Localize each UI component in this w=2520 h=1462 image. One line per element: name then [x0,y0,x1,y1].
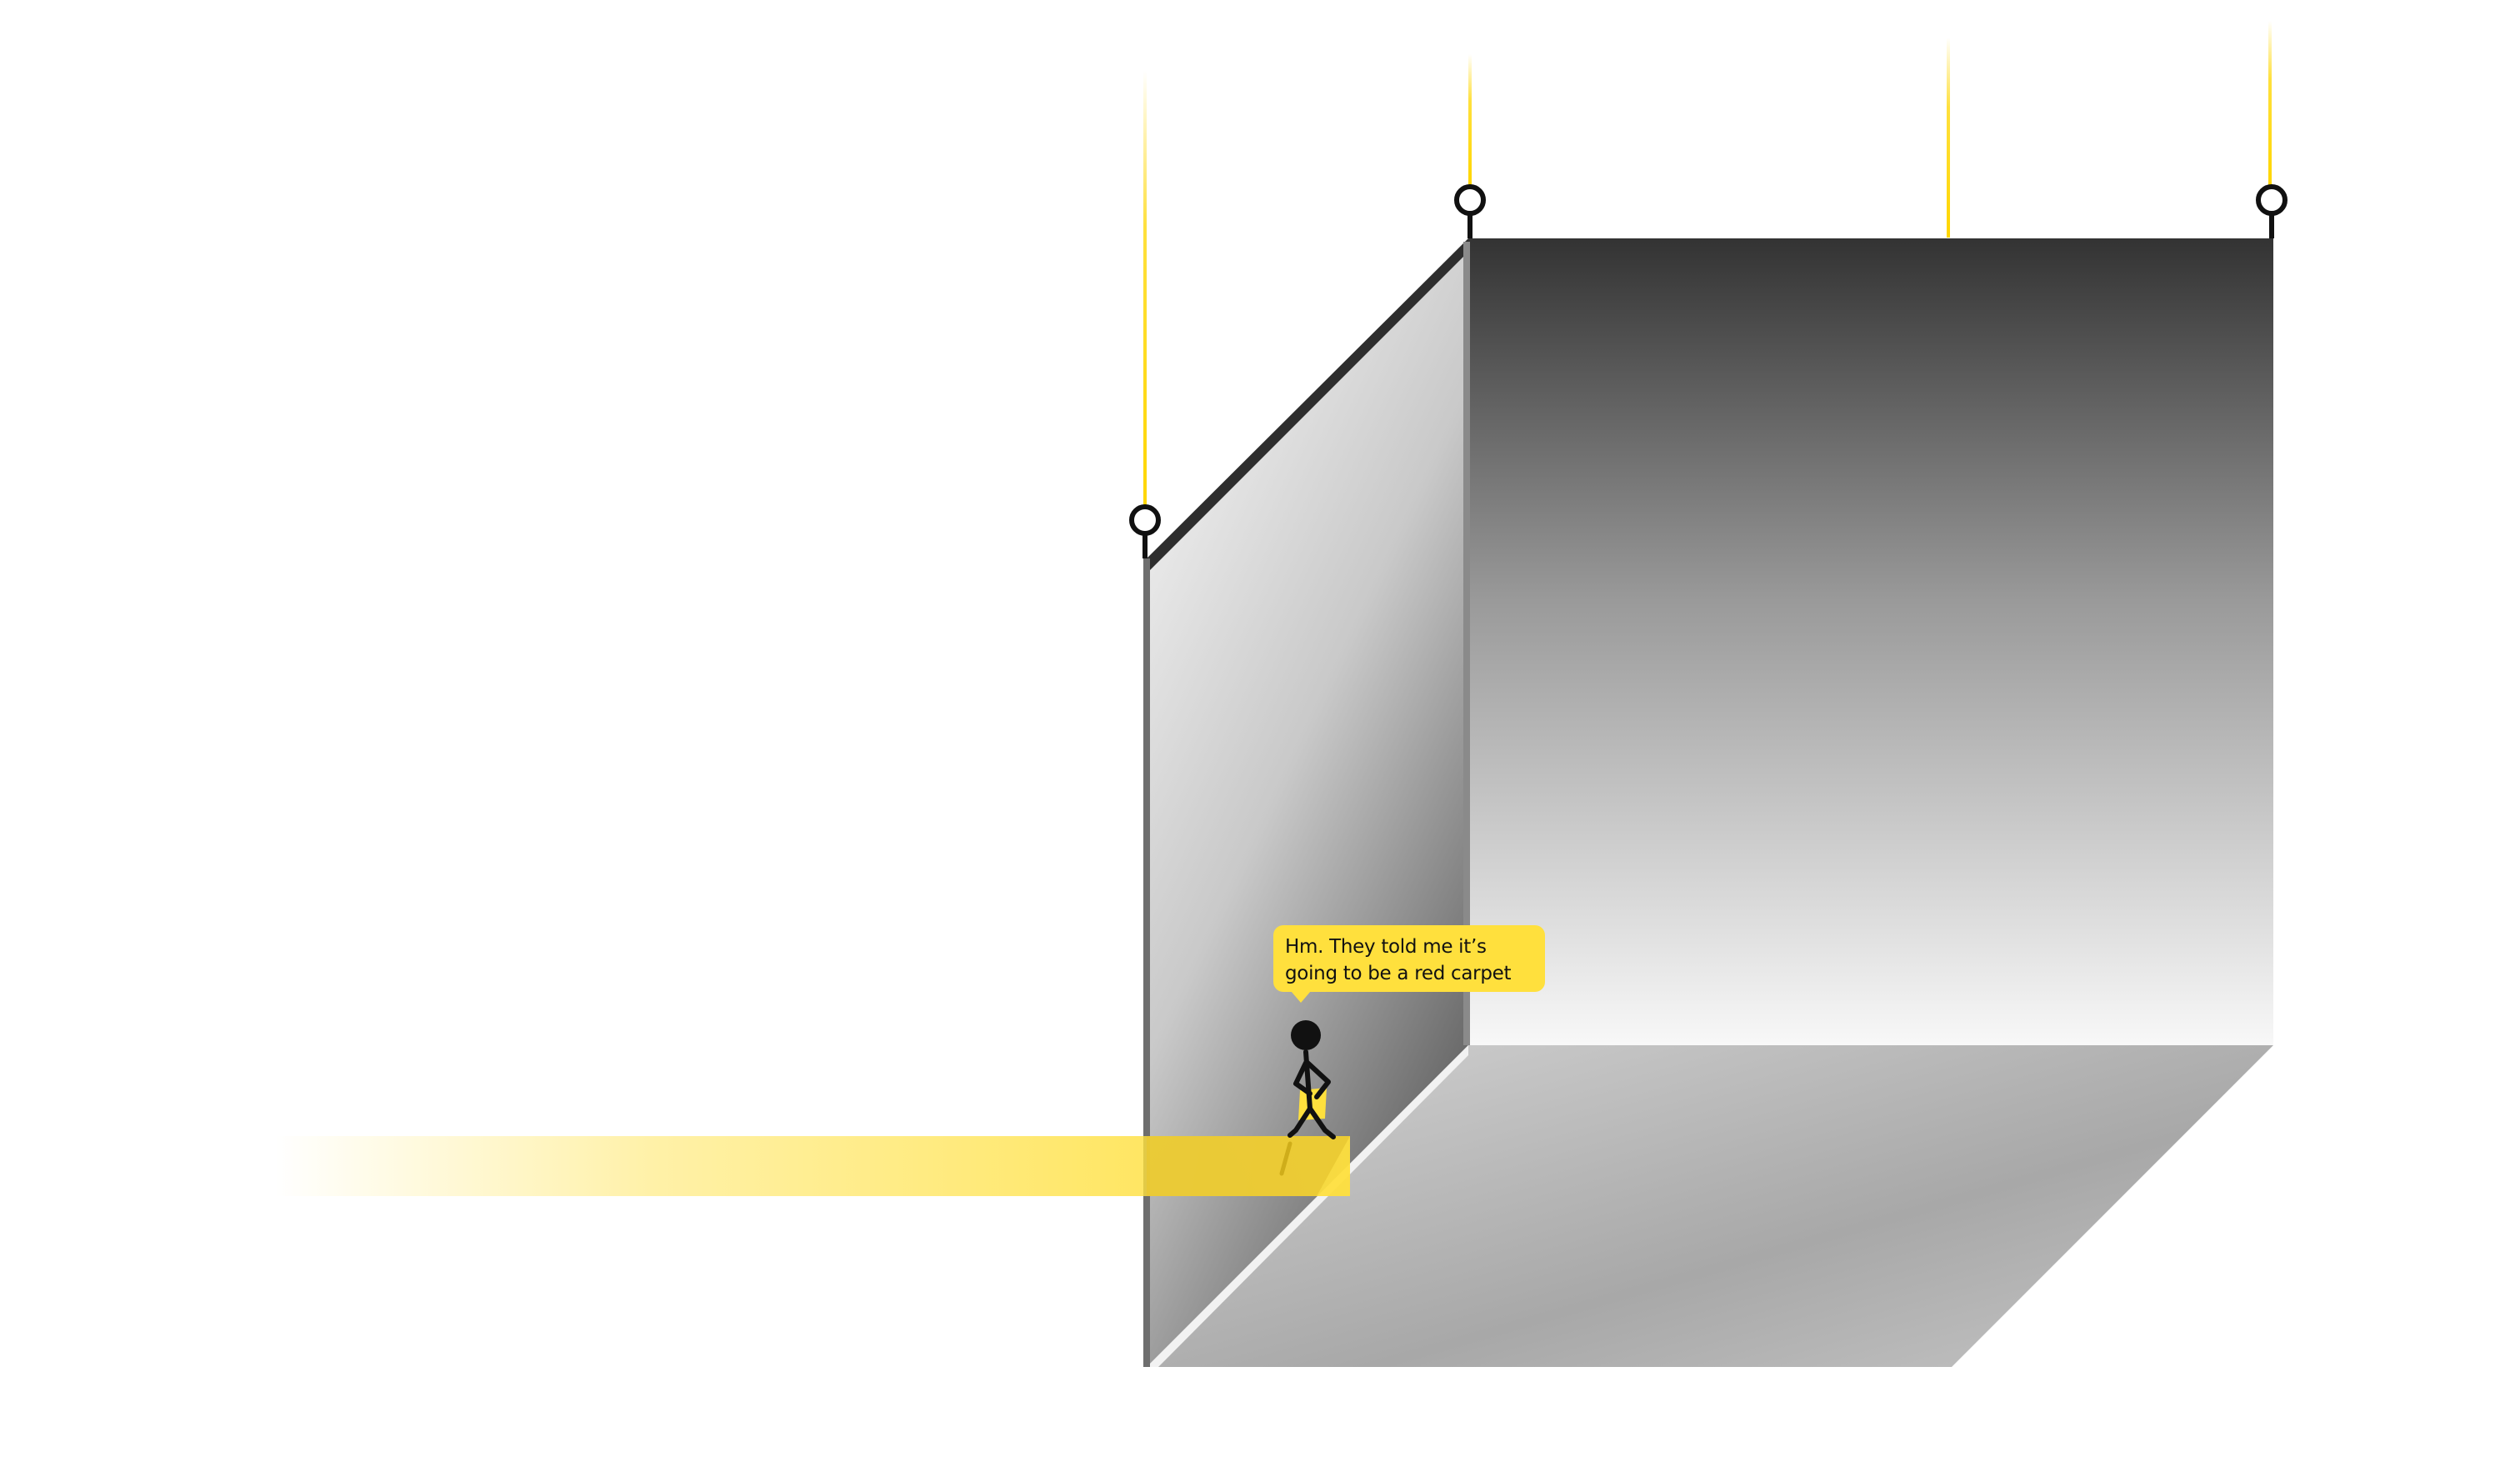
figure-head [1291,1020,1321,1050]
wire-middle [1947,38,1950,238]
speech-bubble-text: Hm. They told me it’s going to be a red … [1285,936,1512,984]
figure-leg-right [1308,1106,1336,1139]
floor-edge-highlight [1147,1045,1468,1367]
figure-arm-left [1293,1060,1312,1096]
back-wall [1468,238,2273,1045]
stick-figure [1279,1020,1336,1176]
ring-hook-icon [1454,184,1486,238]
figure-shadow [1279,1141,1292,1176]
front-left-edge [1143,558,1150,1367]
wire-right [2268,21,2272,188]
hanger-rings [1129,184,2288,558]
suspension-wires [1143,21,2272,517]
back-left-edge [1463,242,1470,1045]
wire-left-front [1143,71,1147,517]
ring-hook-icon [1129,504,1161,558]
figure-arm-right [1305,1060,1331,1099]
floor [1147,1045,2273,1367]
speech-bubble: Hm. They told me it’s going to be a red … [1273,925,1545,992]
wire-left-back [1468,54,1472,188]
light-beam-on-wall [1147,1136,1350,1196]
left-wall [1147,238,1468,1367]
ring-hook-icon [2256,184,2288,238]
top-left-edge [1147,238,1468,573]
speech-bubble-tail [1291,991,1311,1003]
figure-leg-left [1288,1106,1312,1138]
